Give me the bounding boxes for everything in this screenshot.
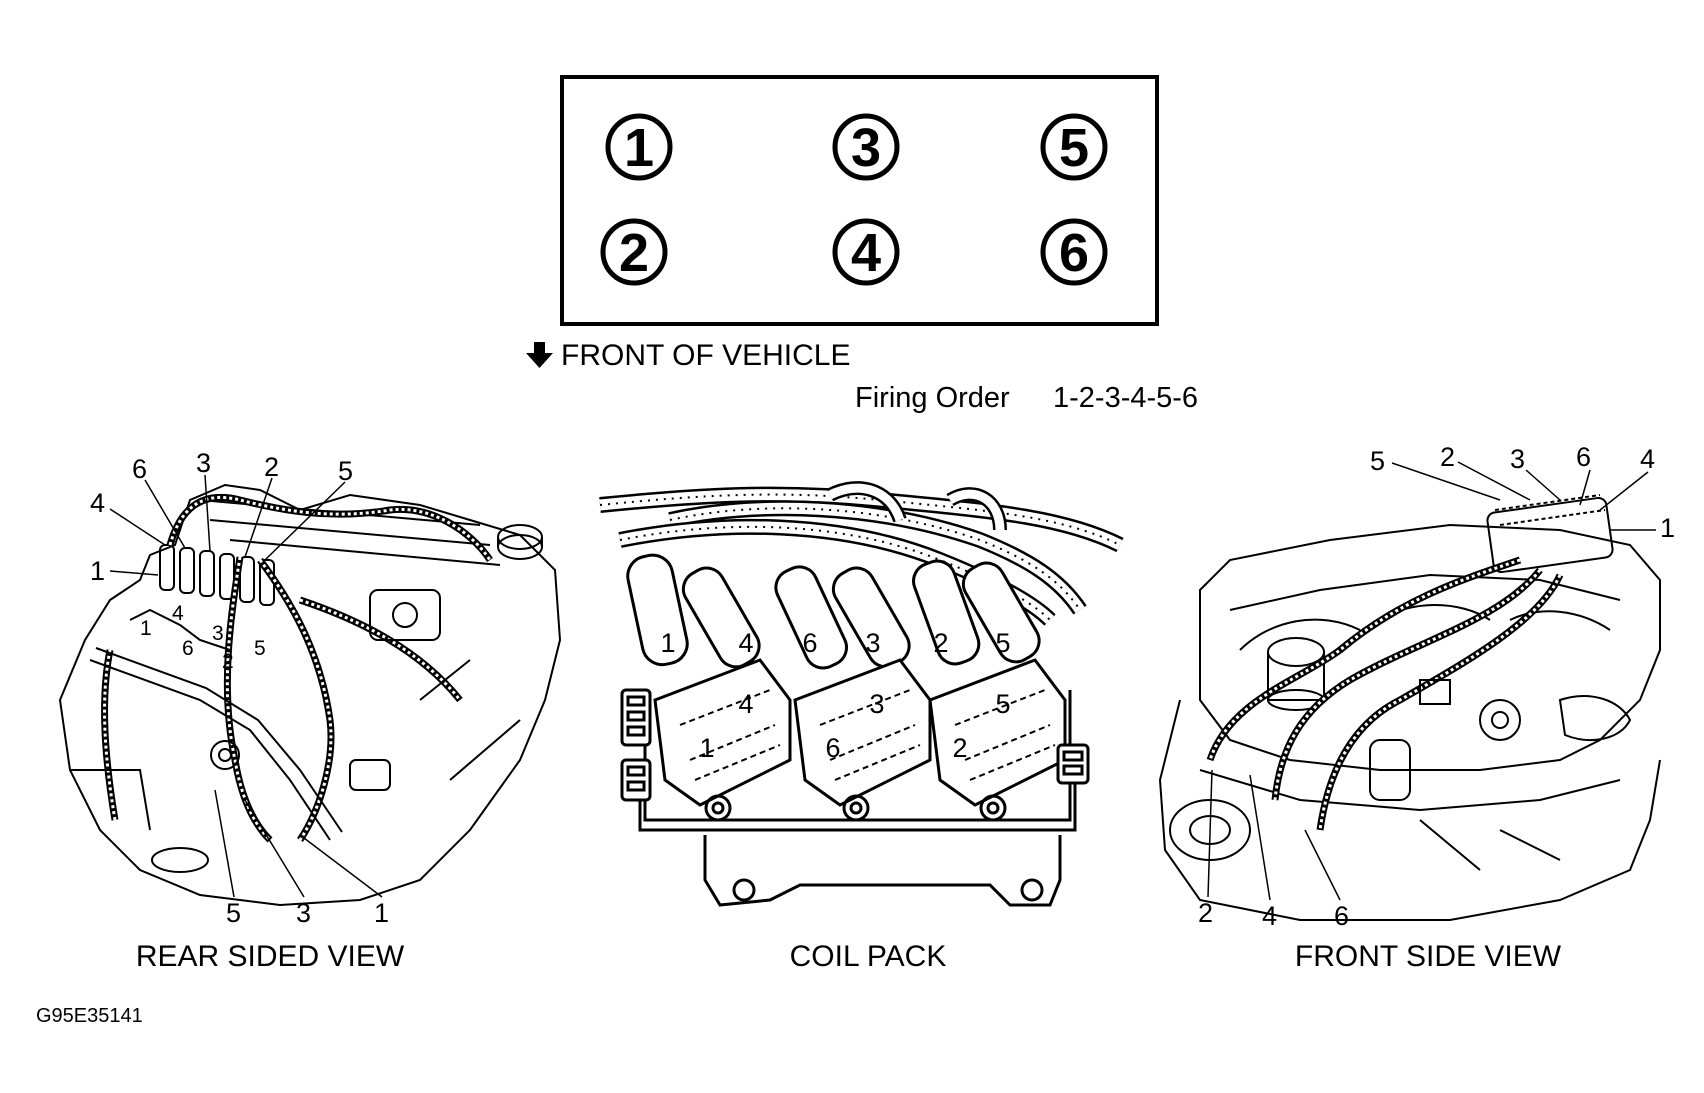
front-callout-1: 1	[1660, 513, 1675, 543]
rear-callout-bottom-5: 5	[226, 898, 241, 928]
rear-coil-label-2: 2	[222, 650, 234, 673]
rear-callout-4: 4	[90, 488, 105, 518]
rear-callout-bottom-1: 1	[374, 898, 389, 928]
front-callout-bottom-4: 4	[1262, 901, 1277, 931]
front-callout-3: 3	[1510, 444, 1525, 474]
svg-text:6: 6	[1059, 223, 1089, 283]
front-view-callouts: 5 2 3 6 4 1 2 4 6	[1198, 442, 1675, 931]
front-callout-5: 5	[1370, 446, 1385, 476]
coil-boot-label-5: 5	[995, 628, 1010, 658]
front-callout-2: 2	[1440, 442, 1455, 472]
svg-text:1: 1	[624, 118, 654, 178]
down-arrow-icon	[526, 342, 553, 368]
cylinder-4: 4	[832, 218, 900, 286]
rear-coil-label-5: 5	[254, 637, 266, 660]
coil-a-label-1: 1	[699, 733, 714, 763]
front-of-vehicle-label: FRONT OF VEHICLE	[561, 339, 850, 372]
svg-text:2: 2	[619, 223, 649, 283]
rear-coil-label-3: 3	[212, 622, 224, 645]
svg-text:3: 3	[851, 118, 881, 178]
coil-b-label-6: 6	[825, 733, 840, 763]
cylinder-5: 5	[1040, 113, 1108, 181]
front-view-caption: FRONT SIDE VIEW	[1295, 940, 1562, 973]
coil-boot-label-2: 2	[933, 628, 948, 658]
cylinder-3: 3	[832, 113, 900, 181]
front-callout-4: 4	[1640, 444, 1655, 474]
figure-code: G95E35141	[36, 1005, 143, 1027]
coil-boot-label-4: 4	[738, 628, 753, 658]
svg-text:5: 5	[1059, 118, 1089, 178]
cylinder-1: 1	[605, 113, 673, 181]
coil-boot-label-3: 3	[865, 628, 880, 658]
coil-pack-labels: 1 4 6 3 2 5 4 1 3 6 5 2	[660, 628, 1010, 763]
front-callout-bottom-6: 6	[1334, 901, 1349, 931]
rear-callout-3: 3	[196, 448, 211, 478]
rear-coil-label-1: 1	[140, 617, 152, 640]
rear-callout-bottom-3: 3	[296, 898, 311, 928]
front-callout-6: 6	[1576, 442, 1591, 472]
rear-callout-2: 2	[264, 452, 279, 482]
coil-a-label-4: 4	[738, 689, 753, 719]
rear-view-callouts: 4 6 3 2 5 1 1 4 3 6 2 5 5 3 1	[90, 448, 389, 928]
cylinder-layout-box	[560, 75, 1159, 326]
cylinder-layout: 1 3 5 2 4 6	[560, 75, 1159, 326]
coil-boot-label-1: 1	[660, 628, 675, 658]
cylinder-2: 2	[600, 218, 668, 286]
svg-text:4: 4	[851, 223, 881, 283]
front-view-engine-illustration	[1158, 494, 1661, 921]
coil-boot-label-6: 6	[802, 628, 817, 658]
rear-view-caption: REAR SIDED VIEW	[136, 940, 405, 973]
firing-order-value: 1-2-3-4-5-6	[1053, 382, 1198, 414]
coil-b-label-3: 3	[869, 689, 884, 719]
coil-c-label-5: 5	[995, 689, 1010, 719]
cylinder-6: 6	[1040, 218, 1108, 286]
rear-coil-label-4: 4	[172, 602, 184, 625]
rear-callout-5: 5	[338, 456, 353, 486]
coil-pack-illustration	[599, 481, 1124, 907]
rear-callout-1: 1	[90, 556, 105, 586]
rear-coil-label-6: 6	[182, 637, 194, 660]
rear-callout-6: 6	[132, 454, 147, 484]
firing-order-label: Firing Order	[855, 382, 1010, 414]
coil-c-label-2: 2	[952, 733, 967, 763]
coil-pack-caption: COIL PACK	[790, 940, 947, 973]
front-callout-bottom-2: 2	[1198, 898, 1213, 928]
